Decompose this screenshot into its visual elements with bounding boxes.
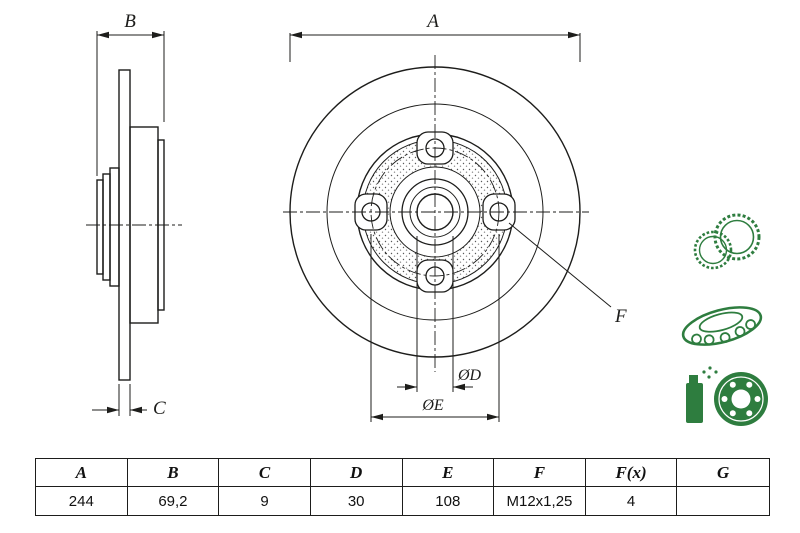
spec-header-g: G bbox=[677, 459, 769, 487]
spec-value-b: 69,2 bbox=[128, 487, 220, 515]
spec-header-d: D bbox=[310, 459, 403, 487]
spec-value-e: 108 bbox=[403, 487, 495, 515]
spec-table: A B C D E F F(x) G 244 69,2 9 30 108 M12… bbox=[35, 458, 770, 516]
centering-boss-mid bbox=[102, 173, 111, 281]
dimension-b: B bbox=[96, 11, 165, 176]
spec-header-c: C bbox=[219, 459, 311, 487]
spec-header-a: A bbox=[36, 459, 128, 487]
leader-line-f bbox=[508, 222, 612, 308]
spec-value-a: 244 bbox=[36, 487, 128, 515]
lubricant-and-brake-disc-icon bbox=[686, 366, 768, 426]
spec-header-b: B bbox=[127, 459, 220, 487]
dim-label-d: ØD bbox=[457, 367, 482, 384]
dim-label-e: ØE bbox=[421, 397, 444, 414]
spec-header-f: F bbox=[494, 459, 586, 487]
dim-label-c: C bbox=[153, 398, 166, 419]
technical-drawing: A B C ØD bbox=[86, 11, 768, 426]
wheel-bearing-icon bbox=[681, 306, 763, 346]
front-view bbox=[283, 55, 589, 372]
dim-label-a: A bbox=[425, 11, 439, 32]
spec-value-d: 30 bbox=[311, 487, 403, 515]
centering-boss-tip bbox=[96, 179, 104, 275]
dim-label-f: F bbox=[614, 306, 627, 327]
spec-value-fx: 4 bbox=[586, 487, 678, 515]
spec-value-f: M12x1,25 bbox=[494, 487, 586, 515]
callout-f: F bbox=[508, 222, 627, 327]
spec-header-fx: F(x) bbox=[585, 459, 678, 487]
dimension-d: ØD bbox=[397, 236, 482, 392]
dimension-c: C bbox=[92, 384, 166, 419]
dimension-a: A bbox=[289, 11, 581, 62]
spray-can-body bbox=[686, 383, 703, 423]
spray-can-nozzle bbox=[689, 375, 698, 383]
side-view bbox=[86, 69, 182, 381]
centering-boss-outer bbox=[109, 167, 120, 287]
abs-sensor-ring-icon bbox=[693, 213, 761, 270]
spec-header-e: E bbox=[402, 459, 495, 487]
dimension-e: ØE bbox=[370, 234, 500, 422]
spec-value-c: 9 bbox=[219, 487, 311, 515]
spec-value-g bbox=[677, 487, 769, 515]
dim-label-b: B bbox=[124, 11, 136, 32]
